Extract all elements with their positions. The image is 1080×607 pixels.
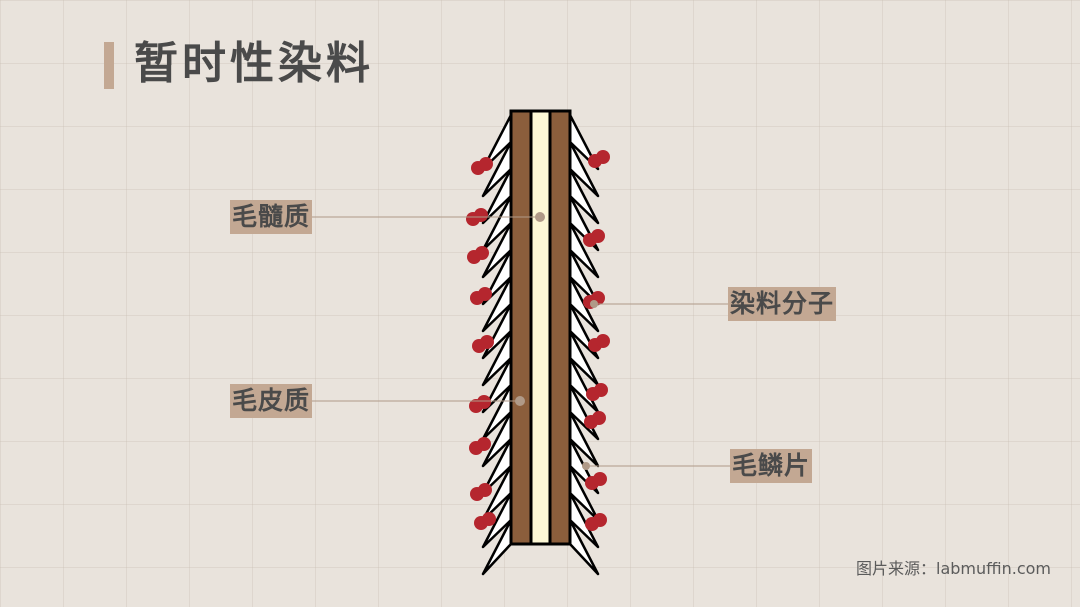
label-cortex: 毛皮质	[230, 384, 313, 418]
medulla-core	[529, 109, 552, 546]
page-title: 暂时性染料	[134, 38, 374, 89]
dye-molecule	[479, 157, 493, 171]
dye-molecule	[480, 335, 494, 349]
label-cuticle: 毛鳞片	[730, 449, 813, 483]
dye-pointer-dot	[590, 300, 598, 308]
cortex-left	[509, 109, 533, 546]
dye-molecule	[482, 512, 496, 526]
medulla-pointer-dot	[535, 212, 545, 222]
label-dye-molecule: 染料分子	[728, 287, 837, 321]
dye-molecule	[593, 472, 607, 486]
dye-molecule	[594, 383, 608, 397]
dye-molecule	[478, 287, 492, 301]
dye-molecule	[474, 208, 488, 222]
dye-molecules	[466, 150, 610, 531]
dye-molecule	[593, 513, 607, 527]
dye-molecule	[477, 437, 491, 451]
dye-molecule	[591, 229, 605, 243]
cortex-pointer-dot	[515, 396, 525, 406]
title-accent-bar	[104, 42, 114, 89]
dye-molecule	[477, 395, 491, 409]
dye-molecule	[478, 483, 492, 497]
image-source: 图片来源：labmuffin.com	[856, 559, 1052, 578]
cuticle-pointer-dot	[582, 462, 590, 470]
dye-molecule	[596, 150, 610, 164]
dye-molecule	[592, 411, 606, 425]
dye-molecule	[475, 246, 489, 260]
cortex-right	[548, 109, 572, 546]
dye-molecule	[596, 334, 610, 348]
label-medulla: 毛髓质	[230, 200, 313, 234]
